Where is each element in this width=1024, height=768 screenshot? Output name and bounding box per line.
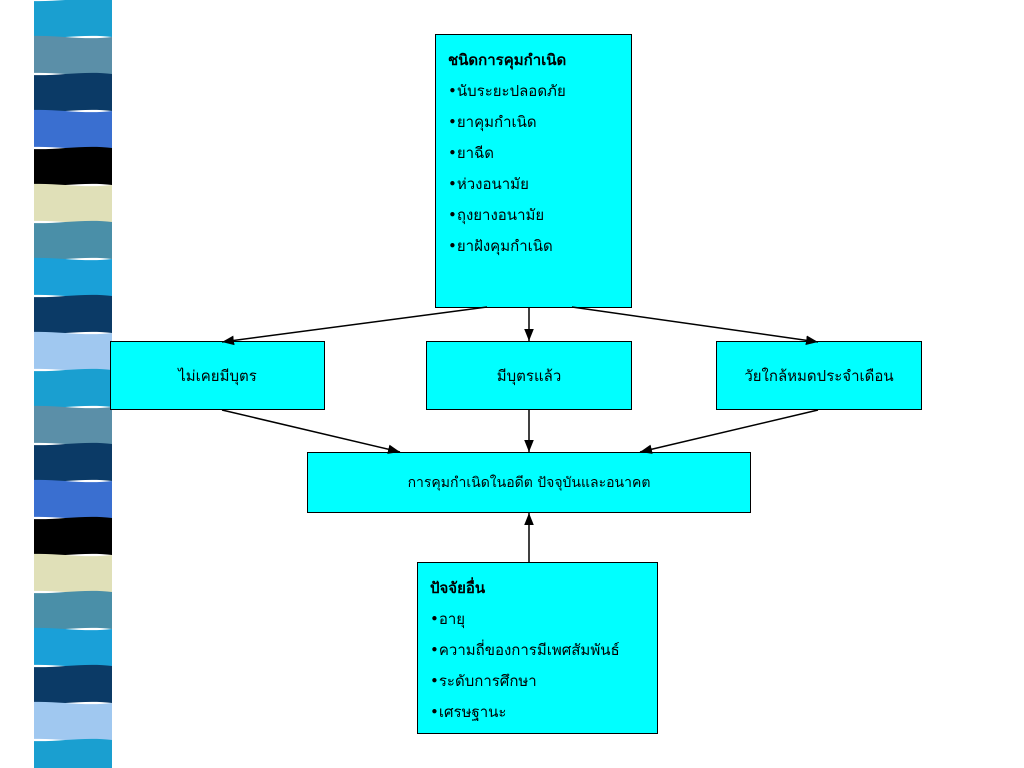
stripe-segment bbox=[20, 0, 112, 39]
methods-item: ถุงยางอนามัย bbox=[448, 200, 619, 231]
group-perimenopause-label: วัยใกล้หมดประจำเดือน bbox=[744, 366, 894, 385]
methods-item: ยาฝังคุมกำเนิด bbox=[448, 231, 619, 262]
arrow-methods-to-left bbox=[221, 306, 488, 346]
stripe-segment bbox=[20, 664, 112, 705]
outcome-label: การคุมกำเนิดในอดีต ปัจจุบันและอนาคต bbox=[407, 474, 651, 491]
stripe-segment bbox=[20, 146, 112, 187]
factors-title: ปัจจัยอื่น bbox=[430, 579, 486, 597]
arrow-left-to-outcome bbox=[221, 409, 401, 454]
stripe-segment bbox=[20, 183, 112, 224]
stripe-segment bbox=[20, 516, 112, 557]
methods-item: นับระยะปลอดภัย bbox=[448, 76, 619, 107]
factors-item: อายุ bbox=[430, 604, 645, 635]
factors-item: ระดับการศึกษา bbox=[430, 666, 645, 697]
stripe-segment bbox=[20, 257, 112, 298]
stripe-segment bbox=[20, 405, 112, 446]
outcome-box: การคุมกำเนิดในอดีต ปัจจุบันและอนาคต bbox=[307, 452, 751, 513]
stripe-segment bbox=[20, 553, 112, 594]
arrow-right-to-outcome bbox=[639, 409, 819, 454]
decorative-stripe-bar bbox=[0, 0, 112, 768]
stripe-segment bbox=[20, 479, 112, 520]
stripe-segment bbox=[20, 368, 112, 409]
methods-item: ห่วงอนามัย bbox=[448, 169, 619, 200]
methods-title: ชนิดการคุมกำเนิด bbox=[448, 51, 567, 69]
group-parous-label: มีบุตรแล้ว bbox=[496, 366, 562, 385]
group-parous-box: มีบุตรแล้ว bbox=[426, 341, 632, 410]
group-perimenopause-box: วัยใกล้หมดประจำเดือน bbox=[716, 341, 922, 410]
stripe-segment bbox=[20, 294, 112, 335]
stripe-segment bbox=[20, 331, 112, 372]
stripe-segment bbox=[20, 627, 112, 668]
stripe-segment bbox=[20, 701, 112, 742]
stripe-segment bbox=[20, 35, 112, 76]
factors-item: เศรษฐานะ bbox=[430, 697, 645, 728]
methods-item: ยาคุมกำเนิด bbox=[448, 107, 619, 138]
stripe-segment bbox=[20, 738, 112, 768]
group-nulliparous-label: ไม่เคยมีบุตร bbox=[178, 366, 257, 385]
methods-box: ชนิดการคุมกำเนิด นับระยะปลอดภัย ยาคุมกำเ… bbox=[435, 34, 632, 308]
stripe-segment bbox=[20, 109, 112, 150]
stripe-segment bbox=[20, 220, 112, 261]
stripe-segment bbox=[20, 72, 112, 113]
methods-item: ยาฉีด bbox=[448, 138, 619, 169]
factors-item: ความถี่ของการมีเพศสัมพันธ์ bbox=[430, 635, 645, 666]
stripe-segment bbox=[20, 442, 112, 483]
group-nulliparous-box: ไม่เคยมีบุตร bbox=[110, 341, 325, 410]
factors-box: ปัจจัยอื่น อายุ ความถี่ของการมีเพศสัมพัน… bbox=[417, 562, 658, 734]
stripe-segment bbox=[20, 590, 112, 631]
arrow-methods-to-right bbox=[571, 306, 819, 346]
